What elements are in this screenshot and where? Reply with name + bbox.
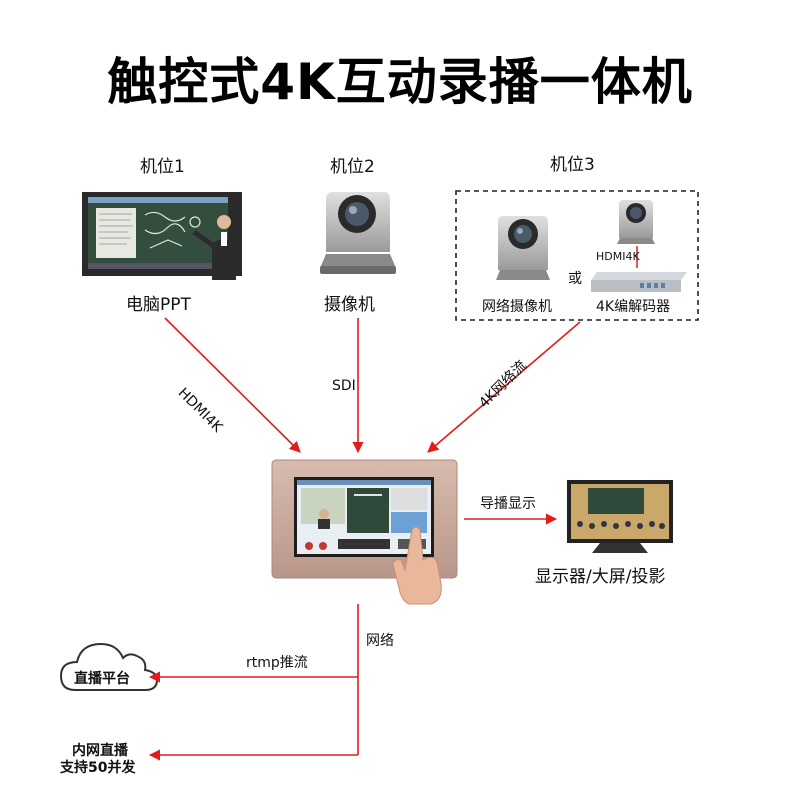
position-3-label: 机位3: [550, 155, 595, 175]
rtmp-label: rtmp推流: [246, 655, 308, 671]
network-camera-picture: [496, 216, 550, 280]
director-display-label: 导播显示: [480, 496, 536, 512]
intranet-live-label: 内网直播: [72, 743, 128, 759]
network-camera-label: 网络摄像机: [482, 299, 552, 315]
codec-box-picture: [591, 272, 687, 292]
live-platform-label: 直播平台: [74, 671, 130, 687]
position-2-label: 机位2: [330, 157, 375, 177]
touch-hand-picture: [392, 526, 442, 605]
page-title: 触控式4K互动录播一体机: [107, 53, 693, 111]
smartboard-picture: [82, 192, 242, 280]
camera-label: 摄像机: [324, 295, 375, 315]
ptz-camera-picture: [320, 192, 396, 274]
or-label: 或: [568, 271, 582, 287]
intranet-concurrency-label: 支持50并发: [60, 760, 136, 776]
hdmi4k-small-label: HDMI4K: [596, 250, 640, 263]
pc-ppt-label: 电脑PPT: [126, 295, 191, 315]
network-label: 网络: [366, 633, 394, 649]
sdi-link-label: SDI: [332, 378, 356, 394]
small-camera-picture: [617, 200, 655, 244]
display-screen-picture: [567, 480, 673, 553]
position-1-label: 机位1: [140, 157, 185, 177]
codec-label: 4K编解码器: [596, 299, 671, 315]
display-output-label: 显示器/大屏/投影: [535, 567, 666, 587]
